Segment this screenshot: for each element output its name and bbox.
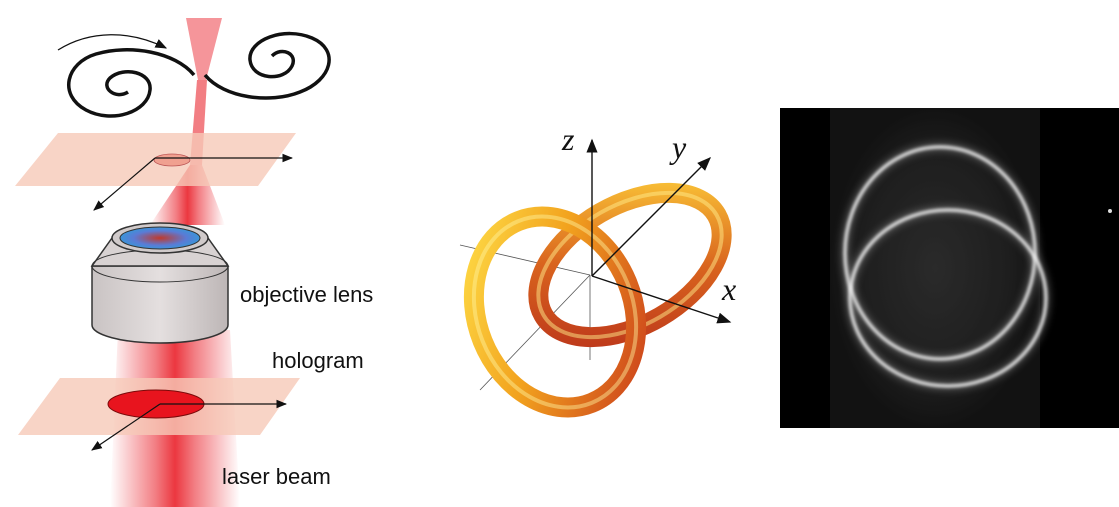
laser-beam-label: laser beam <box>222 464 331 489</box>
coordinate-axes <box>586 138 732 324</box>
focal-plane <box>15 133 296 211</box>
optical-setup-diagram: objective lens hologram laser beam <box>0 0 440 507</box>
experimental-image <box>780 108 1119 428</box>
z-axis-label: z <box>561 121 575 157</box>
torus-ring-back <box>528 182 732 348</box>
hologram-plane <box>18 378 300 451</box>
lens-glass <box>119 226 201 250</box>
objective-lens <box>90 222 230 344</box>
spiral-trajectory <box>67 31 331 118</box>
rotation-arrow <box>57 34 168 51</box>
hologram-label: hologram <box>272 348 364 373</box>
light-ring-inner <box>846 206 1050 390</box>
x-axis-label: x <box>721 271 736 307</box>
torus-ring-front <box>463 206 647 418</box>
objective-lens-label: objective lens <box>240 282 373 307</box>
y-axis-label: y <box>669 129 687 165</box>
linked-rings-diagram: z y x <box>440 0 770 507</box>
